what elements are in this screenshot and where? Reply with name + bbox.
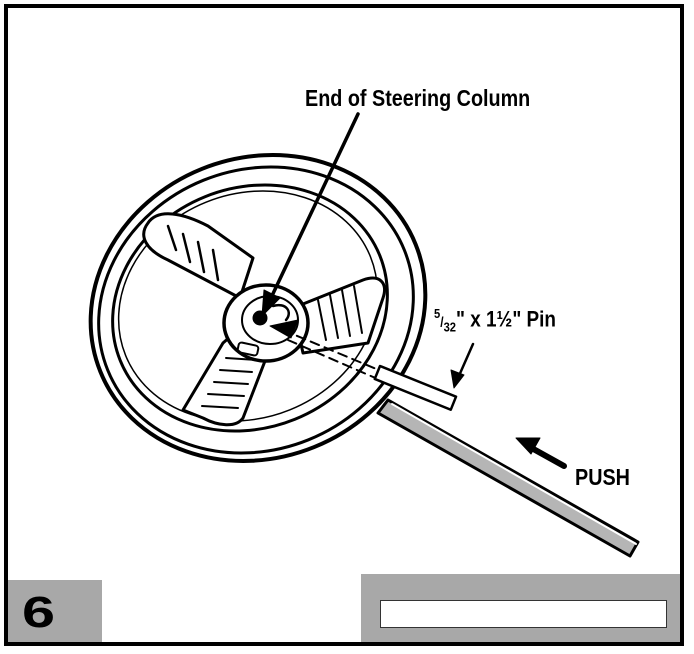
instruction-frame: End of Steering Column 5/32" x 1½" Pin P… <box>4 4 684 646</box>
steering-column-shaft <box>376 398 640 558</box>
wheel-hub-outer <box>222 283 310 363</box>
steering-pin <box>373 364 458 411</box>
push-arrowhead <box>515 437 541 455</box>
hub-clip <box>271 303 290 322</box>
pin-size-numerator: 5 <box>434 306 441 321</box>
caption-field <box>380 600 667 628</box>
wheel-rim-inner-lip <box>117 190 379 422</box>
pin-dashed-path <box>282 329 387 374</box>
pin-size-text: " x 1½" Pin <box>456 306 556 332</box>
pin-size-denominator: 32 <box>443 319 457 335</box>
pin-dashed-path-2 <box>287 339 381 381</box>
spoke-upper-left-slots <box>166 224 220 282</box>
label-push: PUSH <box>575 464 630 490</box>
fraction-slash: / <box>440 313 444 330</box>
wheel-rim-edge <box>97 165 415 455</box>
step-number-box: 6 <box>8 580 102 642</box>
spoke-right <box>291 276 386 355</box>
spoke-right-ribs <box>317 285 363 341</box>
label-pin-size: 5/32" x 1½" Pin <box>434 306 556 335</box>
step-number: 6 <box>22 588 56 637</box>
label-end-of-steering-column: End of Steering Column <box>305 85 531 111</box>
pin-pointer-arrowhead <box>450 369 465 389</box>
column-pointer-line <box>268 112 360 302</box>
pin-direction-arrow <box>269 319 299 339</box>
steering-wheel-illustration <box>88 112 640 558</box>
column-pointer-arrowhead <box>261 289 281 317</box>
pin-pointer-line <box>456 342 475 380</box>
caption-panel <box>361 574 680 642</box>
wheel-rim-inner <box>111 183 389 433</box>
